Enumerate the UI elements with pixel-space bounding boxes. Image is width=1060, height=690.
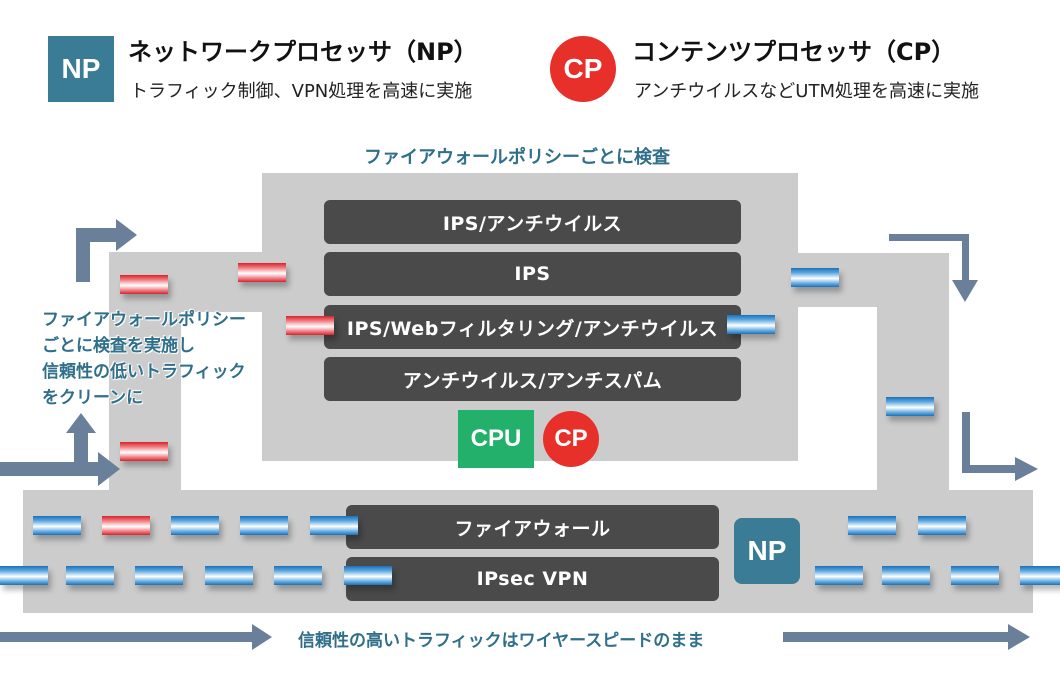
bar-label: アンチウイルス/アンチスパム	[402, 369, 663, 392]
cp-legend-badge-text: CP	[563, 53, 603, 84]
cp-badge: CP	[543, 411, 599, 467]
bar-label: IPS/アンチウイルス	[442, 212, 623, 235]
trusted-packet	[33, 516, 81, 535]
side-note-line: ごとに検査を実施し	[42, 336, 195, 356]
cp-badge-text: CP	[554, 425, 588, 452]
side-note-line: 信頼性の低いトラフィック	[42, 362, 246, 382]
inspection-bar-ips-web-antivirus: IPS/Webフィルタリング/アンチウイルス	[324, 305, 741, 349]
trusted-packet	[918, 516, 966, 535]
upper-section-title: ファイアウォールポリシーごとに検査	[364, 147, 670, 168]
trusted-packet	[1020, 566, 1060, 585]
arrow-left-entry	[0, 452, 120, 486]
np-legend-badge-text: NP	[61, 53, 101, 84]
bar-label: ファイアウォール	[454, 517, 611, 540]
cpu-badge-text: CPU	[470, 425, 522, 452]
trusted-packet	[310, 516, 358, 535]
trusted-packet	[205, 566, 253, 585]
trusted-packet	[848, 516, 896, 535]
cpu-badge: CPU	[458, 410, 534, 468]
bar-label: IPsec VPN	[476, 568, 589, 590]
trusted-packet	[886, 397, 934, 416]
arrow-left-up	[66, 413, 96, 469]
untrusted-packet	[238, 263, 286, 282]
np-legend-badge: NP	[48, 36, 114, 102]
trusted-packet	[0, 566, 48, 585]
untrusted-packet	[286, 316, 334, 335]
cp-legend-title: コンテンツプロセッサ（CP）	[632, 38, 956, 66]
arrow-bottom-right	[783, 624, 1030, 650]
firewall-bar: ファイアウォール	[346, 505, 719, 549]
trusted-packet	[171, 516, 219, 535]
ipsec-vpn-bar: IPsec VPN	[346, 557, 719, 601]
side-note-line: をクリーンに	[42, 388, 144, 408]
cp-legend-badge: CP	[550, 36, 616, 102]
cp-legend-description: アンチウイルスなどUTM処理を高速に実施	[634, 81, 979, 102]
trusted-packet	[815, 566, 863, 585]
trusted-packet	[951, 566, 999, 585]
bar-label: IPS/Webフィルタリング/アンチウイルス	[346, 317, 719, 340]
trusted-packet	[791, 268, 839, 287]
np-badge: NP	[734, 518, 800, 584]
side-note-line: ファイアウォールポリシー	[42, 310, 246, 330]
arrow-left-upper	[76, 219, 137, 282]
side-note: ファイアウォールポリシー ごとに検査を実施し 信頼性の低いトラフィック をクリー…	[42, 307, 246, 411]
trusted-packet	[135, 566, 183, 585]
arrow-right-upper	[889, 234, 978, 302]
untrusted-packet	[120, 442, 168, 461]
inspection-bar-ips: IPS	[324, 252, 741, 296]
untrusted-packet	[102, 516, 150, 535]
arrow-bottom-left	[0, 624, 272, 650]
np-legend-description: トラフィック制御、VPN処理を高速に実施	[130, 81, 473, 102]
bar-label: IPS	[514, 263, 551, 285]
right-vertical-path	[877, 253, 949, 503]
np-badge-text: NP	[747, 535, 787, 566]
trusted-packet	[66, 566, 114, 585]
np-legend-title: ネットワークプロセッサ（NP）	[128, 38, 478, 66]
trusted-packet	[882, 566, 930, 585]
arrow-right-lower	[962, 412, 1038, 481]
trusted-packet	[274, 566, 322, 585]
trusted-packet	[240, 516, 288, 535]
inspection-bar-ips-antivirus: IPS/アンチウイルス	[324, 200, 741, 244]
untrusted-packet	[120, 275, 168, 294]
footer-caption: 信頼性の高いトラフィックはワイヤースピードのまま	[298, 631, 705, 651]
inspection-bar-antivirus-antispam: アンチウイルス/アンチスパム	[324, 357, 741, 401]
trusted-packet	[727, 315, 775, 334]
trusted-packet	[344, 566, 392, 585]
